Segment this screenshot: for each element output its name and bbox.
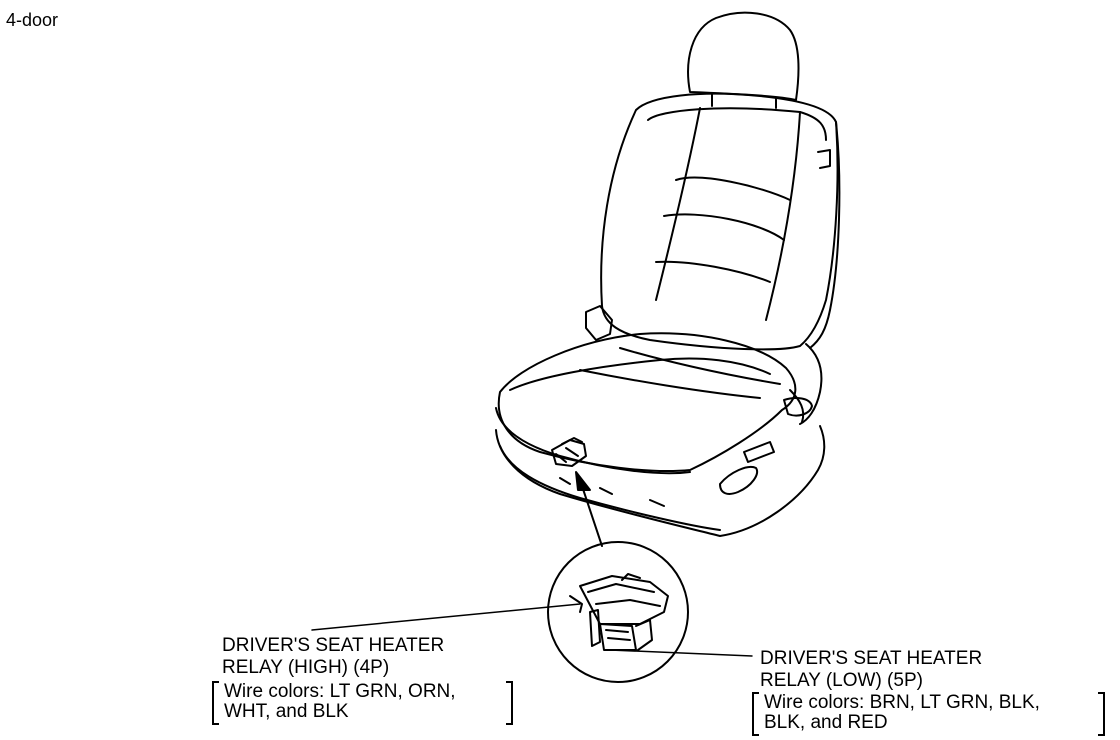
leader-lines — [311, 603, 753, 657]
low-relay-bracket-left — [752, 692, 759, 736]
recline-lever-icon — [585, 305, 613, 341]
magnified-connector-detail-icon — [547, 541, 689, 683]
high-relay-wire-line2: WHT, and BLK — [224, 701, 349, 722]
high-relay-title-line1: DRIVER'S SEAT HEATER — [222, 635, 445, 656]
low-relay-title-line2: RELAY (LOW) (5P) — [760, 670, 923, 691]
high-relay-bracket-right — [506, 681, 513, 725]
seat-back-icon — [600, 92, 841, 351]
high-relay-bracket-left — [212, 681, 219, 725]
pointer-arrow-icon — [575, 471, 603, 547]
seat-base-icon — [495, 343, 826, 537]
low-relay-wire-line2: BLK, and RED — [764, 712, 888, 733]
seat-cushion-icon — [495, 332, 797, 475]
low-relay-title-line1: DRIVER'S SEAT HEATER — [760, 648, 983, 669]
low-relay-wire-line1: Wire colors: BRN, LT GRN, BLK, — [764, 692, 1040, 713]
high-relay-title-line2: RELAY (HIGH) (4P) — [222, 657, 390, 678]
relay-connector-on-seat-icon — [551, 437, 587, 467]
variant-label: 4-door — [6, 10, 59, 30]
high-relay-wire-line1: Wire colors: LT GRN, ORN, — [224, 681, 456, 702]
low-relay-bracket-right — [1098, 692, 1105, 736]
